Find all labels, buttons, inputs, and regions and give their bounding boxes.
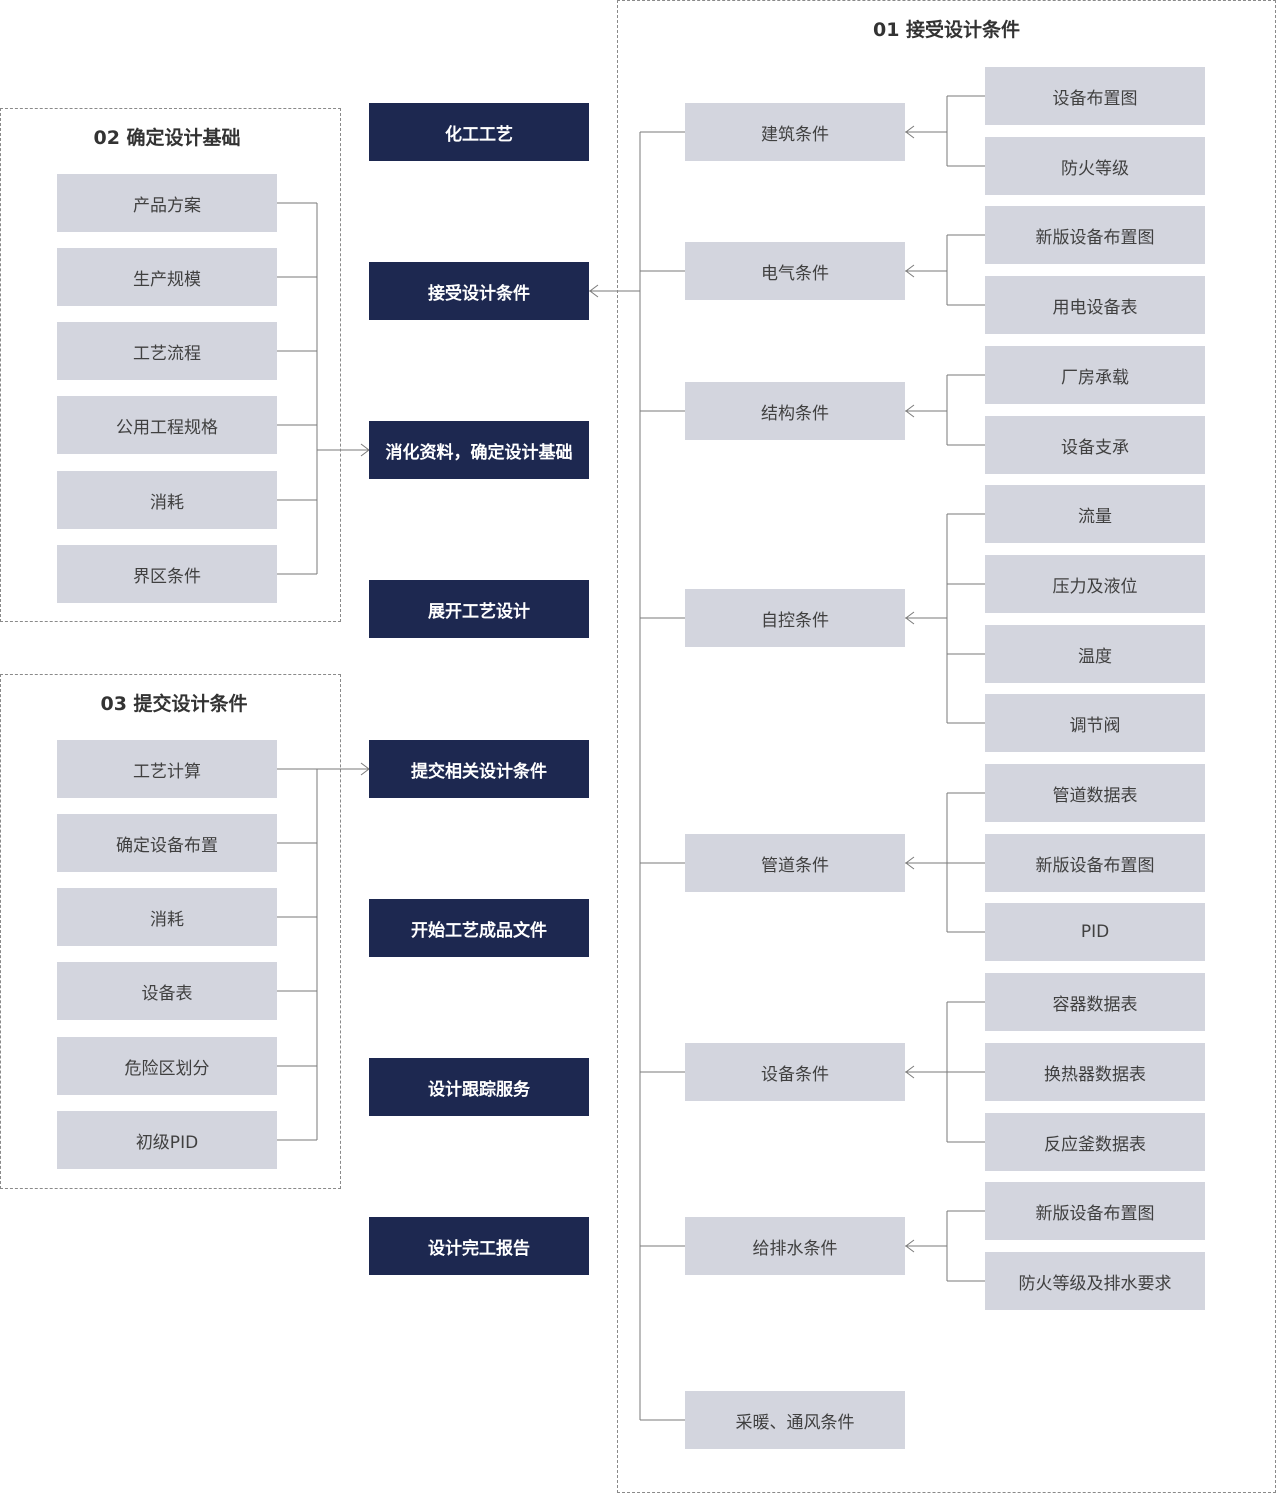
condition-detail-box: 设备布置图 — [985, 67, 1205, 125]
condition-detail-box: 反应釜数据表 — [985, 1113, 1205, 1171]
process-step-7: 设计跟踪服务 — [369, 1058, 589, 1116]
process-step-4: 展开工艺设计 — [369, 580, 589, 638]
condition-detail-box: 设备支承 — [985, 416, 1205, 474]
condition-detail-box: 新版设备布置图 — [985, 206, 1205, 264]
submit-condition-box: 确定设备布置 — [57, 814, 277, 872]
condition-detail-box: 流量 — [985, 485, 1205, 543]
design-basis-box: 消耗 — [57, 471, 277, 529]
condition-box: 自控条件 — [685, 589, 905, 647]
condition-box: 采暖、通风条件 — [685, 1391, 905, 1449]
submit-condition-box: 设备表 — [57, 962, 277, 1020]
condition-box: 建筑条件 — [685, 103, 905, 161]
condition-detail-box: 容器数据表 — [985, 973, 1205, 1031]
condition-detail-box: 新版设备布置图 — [985, 834, 1205, 892]
condition-detail-box: 用电设备表 — [985, 276, 1205, 334]
process-step-8: 设计完工报告 — [369, 1217, 589, 1275]
process-step-1: 化工工艺 — [369, 103, 589, 161]
condition-detail-box: PID — [985, 903, 1205, 961]
process-step-5: 提交相关设计条件 — [369, 740, 589, 798]
condition-detail-box: 压力及液位 — [985, 555, 1205, 613]
condition-detail-box: 防火等级 — [985, 137, 1205, 195]
condition-box: 电气条件 — [685, 242, 905, 300]
condition-detail-box: 温度 — [985, 625, 1205, 683]
section-01-frame — [617, 0, 1276, 1493]
condition-detail-box: 换热器数据表 — [985, 1043, 1205, 1101]
submit-condition-box: 消耗 — [57, 888, 277, 946]
condition-box: 给排水条件 — [685, 1217, 905, 1275]
process-step-6: 开始工艺成品文件 — [369, 899, 589, 957]
condition-box: 结构条件 — [685, 382, 905, 440]
section-02-title: 02 确定设计基础 — [93, 127, 241, 149]
submit-condition-box: 初级PID — [57, 1111, 277, 1169]
condition-detail-box: 防火等级及排水要求 — [985, 1252, 1205, 1310]
process-step-2: 接受设计条件 — [369, 262, 589, 320]
section-01-title: 01 接受设计条件 — [872, 19, 1021, 41]
design-basis-box: 产品方案 — [57, 174, 277, 232]
condition-detail-box: 厂房承载 — [985, 346, 1205, 404]
submit-condition-box: 工艺计算 — [57, 740, 277, 798]
condition-detail-box: 管道数据表 — [985, 764, 1205, 822]
design-basis-box: 工艺流程 — [57, 322, 277, 380]
section-03-title: 03 提交设计条件 — [100, 693, 248, 715]
section-03-frame — [0, 674, 341, 1189]
submit-condition-box: 危险区划分 — [57, 1037, 277, 1095]
condition-detail-box: 调节阀 — [985, 694, 1205, 752]
design-basis-box: 生产规模 — [57, 248, 277, 306]
condition-box: 管道条件 — [685, 834, 905, 892]
condition-box: 设备条件 — [685, 1043, 905, 1101]
condition-detail-box: 新版设备布置图 — [985, 1182, 1205, 1240]
process-step-3: 消化资料，确定设计基础 — [369, 421, 589, 479]
design-basis-box: 界区条件 — [57, 545, 277, 603]
section-02-frame — [0, 108, 341, 622]
design-basis-box: 公用工程规格 — [57, 396, 277, 454]
